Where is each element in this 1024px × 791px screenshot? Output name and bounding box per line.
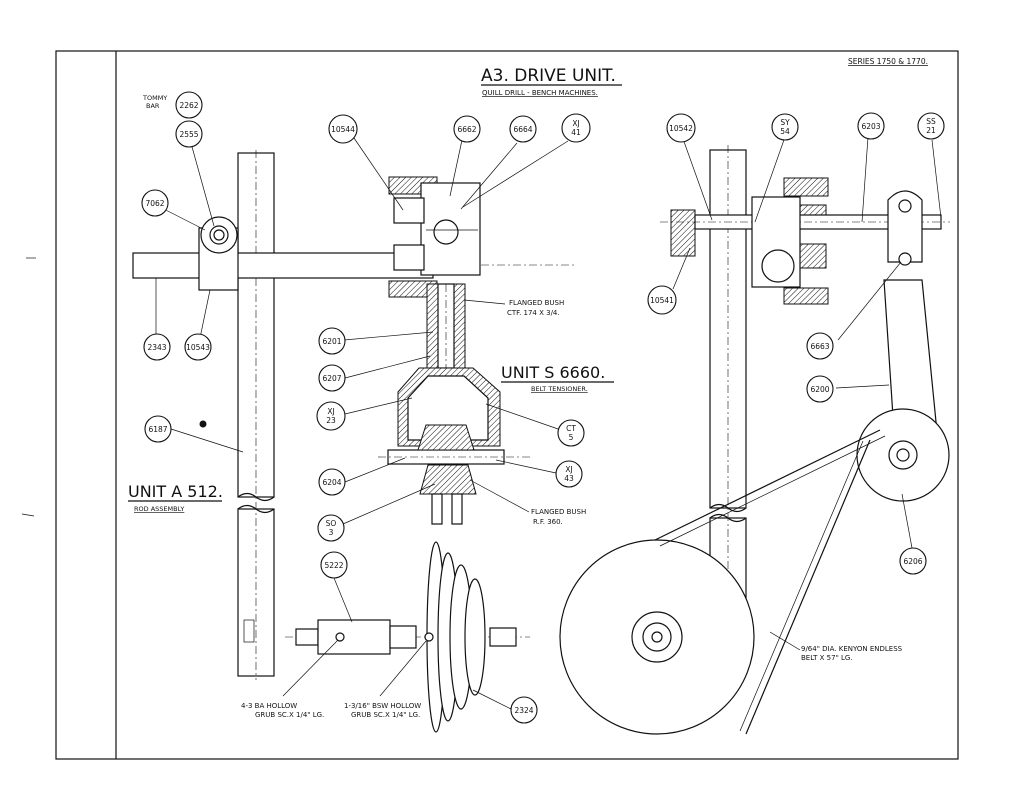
svg-text:10543: 10543 xyxy=(186,343,210,352)
grub-screw-label-2: 1-3/16" BSW HOLLOW xyxy=(344,702,421,710)
drawing-title: A3. DRIVE UNIT. xyxy=(481,66,616,86)
series-label: SERIES 1750 & 1770. xyxy=(848,57,928,66)
svg-text:XJ: XJ xyxy=(327,407,334,416)
part-bubble-2262: 2262 xyxy=(175,91,203,119)
svg-text:5222: 5222 xyxy=(324,561,343,570)
part-bubble-6664: 6664 xyxy=(509,115,537,143)
svg-text:SO: SO xyxy=(326,519,337,528)
svg-text:23: 23 xyxy=(326,416,336,425)
flanged-bush-spec-1: CTF. 174 X 3/4. xyxy=(507,309,560,317)
right-side-view xyxy=(559,145,950,735)
rod-dot-mark xyxy=(199,420,207,428)
part-bubble-ct5: CT5 xyxy=(557,419,585,447)
part-bubble-6206: 6206 xyxy=(899,547,927,575)
tommy-bar-label-2: BAR xyxy=(146,102,160,110)
svg-text:6187: 6187 xyxy=(148,425,167,434)
flanged-bush-label-2: FLANGED BUSH xyxy=(531,508,586,516)
svg-text:6204: 6204 xyxy=(322,478,341,487)
svg-text:41: 41 xyxy=(571,128,581,137)
svg-text:6201: 6201 xyxy=(322,337,341,346)
flanged-bush-label-1: FLANGED BUSH xyxy=(509,299,564,307)
part-bubble-10544: 10544 xyxy=(328,114,358,144)
rod-unit-title: UNIT A 512. xyxy=(128,482,223,501)
svg-text:21: 21 xyxy=(926,126,936,135)
rod-assembly-view xyxy=(132,150,576,680)
svg-text:10541: 10541 xyxy=(650,296,674,305)
part-bubble-2343: 2343 xyxy=(143,333,171,361)
svg-text:3: 3 xyxy=(329,528,334,537)
rod-unit-subtitle: ROD ASSEMBLY xyxy=(134,505,184,513)
svg-text:SS: SS xyxy=(926,117,936,126)
svg-text:6662: 6662 xyxy=(457,125,476,134)
part-bubble-10542: 10542 xyxy=(666,113,696,143)
grub-screw-spec-1: GRUB SC.X 1/4" LG. xyxy=(255,711,324,719)
stepped-pulley-view xyxy=(285,541,530,733)
part-bubble-10541: 10541 xyxy=(647,285,677,315)
tensioner-section-view xyxy=(378,176,532,525)
svg-text:10544: 10544 xyxy=(331,125,355,134)
svg-text:2262: 2262 xyxy=(179,101,198,110)
part-bubble-6201: 6201 xyxy=(318,327,346,355)
svg-text:2324: 2324 xyxy=(514,706,533,715)
part-bubble-5222: 5222 xyxy=(320,551,348,579)
svg-text:6663: 6663 xyxy=(810,342,829,351)
part-bubble-6187: 6187 xyxy=(144,415,172,443)
grub-screw-label-1: 4-3 BA HOLLOW xyxy=(241,702,297,710)
svg-text:CT: CT xyxy=(566,424,576,433)
tensioner-unit-subtitle: BELT TENSIONER. xyxy=(531,385,588,393)
svg-text:6203: 6203 xyxy=(861,122,880,131)
svg-text:6207: 6207 xyxy=(322,374,341,383)
svg-text:XJ: XJ xyxy=(565,465,572,474)
drawing-subtitle: QUILL DRILL - BENCH MACHINES. xyxy=(482,89,598,97)
svg-text:54: 54 xyxy=(780,127,790,136)
svg-text:SY: SY xyxy=(780,118,790,127)
part-bubble-6203: 6203 xyxy=(857,112,885,140)
belt-spec-label: 9/64" DIA. KENYON ENDLESS xyxy=(801,645,903,653)
belt-spec-length: BELT X 57" LG. xyxy=(801,654,853,662)
part-bubble-6662: 6662 xyxy=(453,115,481,143)
flanged-bush-spec-2: R.F. 360. xyxy=(533,518,563,526)
svg-text:6206: 6206 xyxy=(903,557,922,566)
part-bubble-so3: SO3 xyxy=(317,514,345,542)
svg-text:7062: 7062 xyxy=(145,199,164,208)
tommy-bar-label: TOMMY xyxy=(142,94,167,102)
svg-text:XJ: XJ xyxy=(572,119,579,128)
svg-text:2555: 2555 xyxy=(179,130,198,139)
part-bubble-7062: 7062 xyxy=(141,189,169,217)
part-bubble-6200: 6200 xyxy=(806,375,834,403)
svg-text:10542: 10542 xyxy=(669,124,693,133)
svg-text:5: 5 xyxy=(569,433,574,442)
svg-text:6664: 6664 xyxy=(513,125,532,134)
part-bubble-2324: 2324 xyxy=(510,696,538,724)
part-bubble-6663: 6663 xyxy=(806,332,834,360)
svg-text:2343: 2343 xyxy=(147,343,166,352)
drawing-border xyxy=(55,50,959,760)
grub-screw-spec-2: GRUB SC.X 1/4" LG. xyxy=(351,711,420,719)
part-bubble-2555: 2555 xyxy=(175,120,203,148)
svg-text:6200: 6200 xyxy=(810,385,829,394)
part-bubble-6204: 6204 xyxy=(318,468,346,496)
tensioner-unit-title: UNIT S 6660. xyxy=(501,363,605,382)
part-bubble-10543: 10543 xyxy=(184,333,212,361)
svg-text:43: 43 xyxy=(564,474,574,483)
part-bubble-6207: 6207 xyxy=(318,364,346,392)
scan-marks xyxy=(21,257,36,517)
